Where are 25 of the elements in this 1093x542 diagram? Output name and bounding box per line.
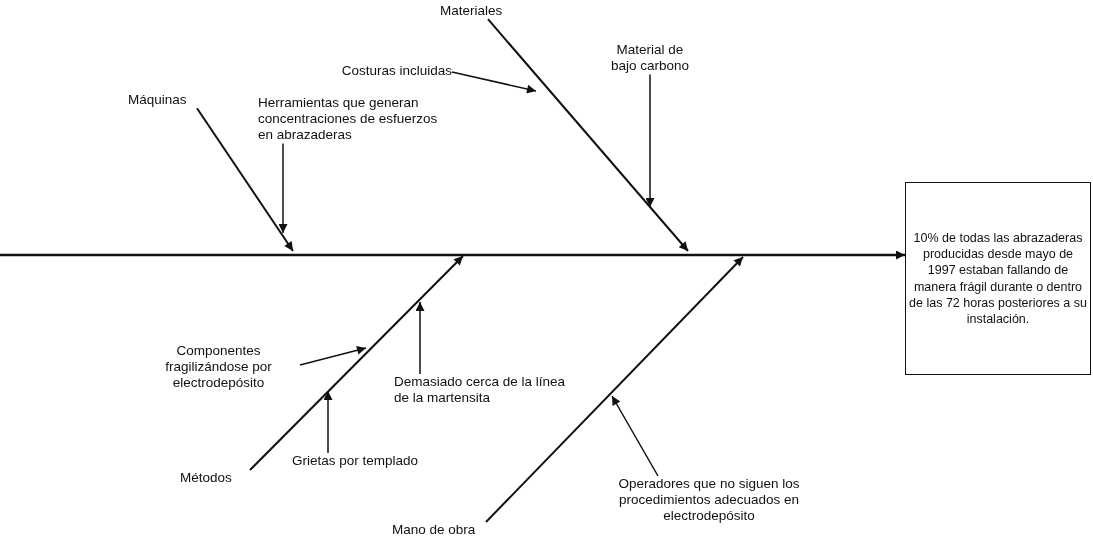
arrow <box>645 73 655 208</box>
arrow <box>299 345 367 366</box>
effect-text: 10% de todas las abrazaderas producidas desde mayo de 1997 estaban fallando de manera frágil durante o dentro de las 72 horas posteriores a su instalación. <box>909 229 1087 328</box>
bone-arrow <box>485 256 744 523</box>
cause-label: Mano de obra <box>392 522 476 537</box>
bone-arrow <box>196 107 294 252</box>
cause-label: Materiales <box>440 3 503 18</box>
cause-label: Operadores que no siguen los procedimientos adecuados en electrodepósito <box>618 476 800 524</box>
cause-label: Grietas por templado <box>292 453 419 468</box>
arrow <box>611 395 659 477</box>
cause-label: Demasiado cerca de la línea de la martensita <box>394 374 566 406</box>
arrow <box>278 142 288 234</box>
cause-label: Herramientas que generan concentraciones de esfuerzos en abrazaderas <box>258 95 438 143</box>
cause-label: Máquinas <box>128 92 187 107</box>
cause-label: Material de bajo carbono <box>610 42 690 74</box>
effect-box <box>905 182 1091 375</box>
cause-label: Costuras incluidas <box>341 63 452 78</box>
cause-label: Componentes fragilizándose por electrodepósito <box>165 343 272 391</box>
bone-arrow <box>487 18 689 252</box>
spine-arrow <box>0 250 905 260</box>
cause-label: Métodos <box>180 470 232 485</box>
arrow <box>451 71 537 94</box>
bone-arrow <box>249 255 464 471</box>
arrow <box>415 301 425 375</box>
arrow <box>323 390 333 454</box>
